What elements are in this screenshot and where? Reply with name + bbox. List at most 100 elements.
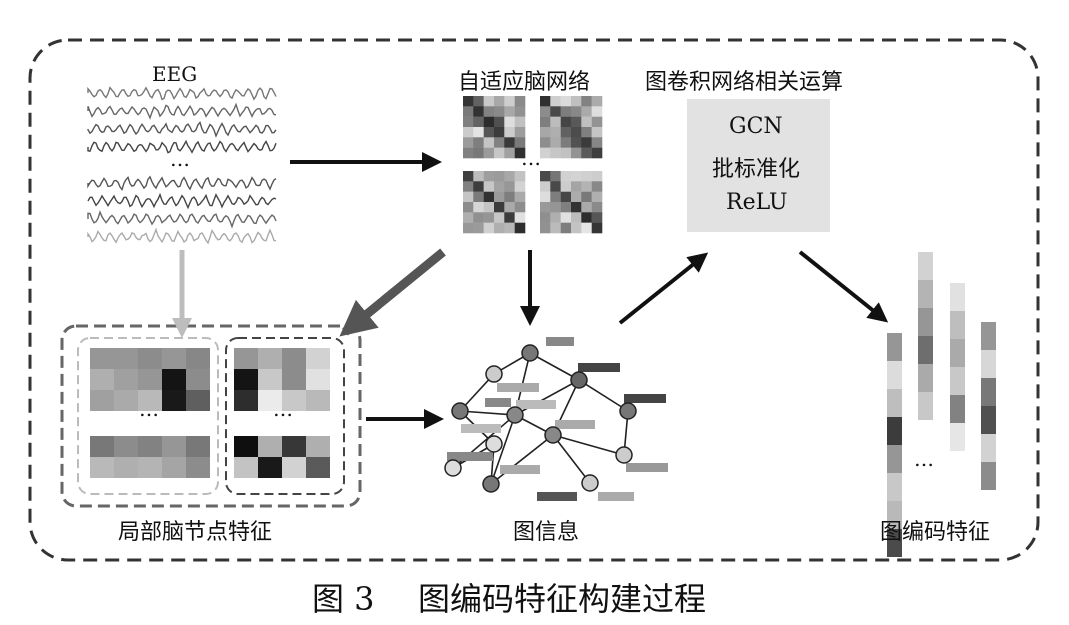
matrix-3-cell <box>483 181 495 192</box>
matrix-4-cell <box>591 202 603 213</box>
local-grid-ellipsis-left: … <box>139 397 159 421</box>
feature-grid-right-bottom <box>258 436 282 457</box>
graph-node <box>615 446 633 464</box>
matrix-2-cell <box>560 96 572 107</box>
encoding-column-3 <box>950 311 965 339</box>
matrix-4-cell <box>550 171 561 182</box>
encoding-ellipsis: … <box>914 447 934 471</box>
graph-node <box>570 371 588 389</box>
matrix-2-cell <box>560 137 572 148</box>
matrix-4-cell <box>571 212 582 223</box>
feature-grid-left-top <box>186 348 210 369</box>
encoding-column-2 <box>918 364 933 392</box>
matrix-4-cell <box>571 181 582 192</box>
encoding-column-4 <box>981 378 996 406</box>
arrow-graph-to-gcn <box>618 252 709 325</box>
outer-dashed-frame <box>28 38 1040 562</box>
eeg-wave-4 <box>87 139 277 154</box>
feature-grid-left-bottom <box>114 457 138 478</box>
matrix-4-cell <box>591 212 603 223</box>
matrix-1-cell <box>494 106 505 117</box>
graph-node <box>581 474 599 492</box>
adaptive-network-label: 自适应脑网络 <box>458 70 591 95</box>
feature-grid-right-bottom <box>306 436 330 457</box>
eeg-wave-5 <box>87 175 277 191</box>
feature-grid-left-top <box>138 348 162 369</box>
encoding-column-3 <box>950 395 965 423</box>
matrix-2-cell <box>581 137 592 148</box>
local-feature-grids <box>90 348 330 478</box>
matrix-3-cell <box>514 202 526 213</box>
matrix-2-cell <box>581 116 592 128</box>
matrix-4-cell <box>591 181 603 192</box>
gcn-item-relu: ReLU <box>726 190 788 215</box>
feature-grid-left-top <box>90 369 114 390</box>
matrix-3-cell <box>463 212 474 223</box>
node-feature-bar <box>485 398 511 407</box>
matrix-2-cell <box>591 116 603 128</box>
feature-grid-right-top <box>258 390 282 411</box>
matrix-3-cell <box>463 222 474 234</box>
matrix-4-cell <box>581 212 592 223</box>
gcn-ops-title: 图卷积网络相关运算 <box>645 70 844 95</box>
matrix-3-cell <box>473 181 484 192</box>
matrix-2-cell <box>550 116 561 128</box>
matrix-1-cell <box>483 147 495 159</box>
matrix-3-cell <box>514 191 526 203</box>
matrix-4-cell <box>581 222 592 234</box>
feature-grid-right-top <box>258 348 282 369</box>
graph-node <box>451 402 469 420</box>
matrix-2-cell <box>540 147 551 159</box>
matrix-4-cell <box>571 222 582 234</box>
feature-grid-left-top <box>114 369 138 390</box>
node-feature-bar <box>578 363 620 372</box>
feature-grid-right-top <box>306 369 330 390</box>
matrix-4-cell <box>550 202 561 213</box>
encoding-column-1 <box>887 361 902 389</box>
graph-node <box>506 406 524 424</box>
matrix-4-cell <box>571 171 582 182</box>
matrix-3-cell <box>494 171 505 182</box>
graph-network <box>444 337 668 501</box>
encoding-column-2 <box>918 308 933 336</box>
matrix-1-cell <box>463 137 474 148</box>
encoding-column-1 <box>887 417 902 445</box>
feature-grid-right-bottom <box>258 457 282 478</box>
matrix-1-cell <box>494 137 505 148</box>
feature-grid-right-bottom <box>234 457 258 478</box>
feature-grid-right-bottom <box>282 436 306 457</box>
matrix-1-cell <box>494 116 505 128</box>
feature-grid-left-bottom <box>90 457 114 478</box>
matrix-3-cell <box>504 212 515 223</box>
eeg-wave-8 <box>87 227 277 245</box>
matrix-2-cell <box>550 96 561 107</box>
arrow-gcn-to-encoding <box>798 250 889 323</box>
node-feature-bar <box>461 424 501 433</box>
matrix-1-cell <box>483 137 495 148</box>
gcn-item-batchnorm: 批标准化 <box>712 157 801 182</box>
matrix-3-cell <box>514 212 526 223</box>
matrix-1-cell <box>494 147 505 159</box>
graph-node <box>544 426 562 444</box>
matrix-4-cell <box>581 202 592 213</box>
encoding-column-1 <box>887 529 902 557</box>
matrix-3-cell <box>473 222 484 234</box>
matrix-3-cell <box>473 202 484 213</box>
matrix-3-cell <box>514 222 526 234</box>
local-features-inner-box-right <box>225 337 345 495</box>
matrix-2-cell <box>591 96 603 107</box>
adaptive-network-matrices <box>463 96 603 234</box>
encoding-column-1 <box>887 445 902 473</box>
matrix-4-cell <box>540 202 551 213</box>
matrix-4-cell <box>591 171 603 182</box>
matrix-3-cell <box>494 222 505 234</box>
eeg-ellipsis: … <box>170 147 190 171</box>
encoding-column-3 <box>950 367 965 395</box>
encoding-column-4 <box>981 406 996 434</box>
eeg-wave-3 <box>87 121 277 138</box>
matrix-2-cell <box>571 137 582 148</box>
feature-grid-right-top <box>234 369 258 390</box>
matrix-1-cell <box>514 147 526 159</box>
matrix-2-cell <box>540 137 551 148</box>
matrix-4-cell <box>591 222 603 234</box>
